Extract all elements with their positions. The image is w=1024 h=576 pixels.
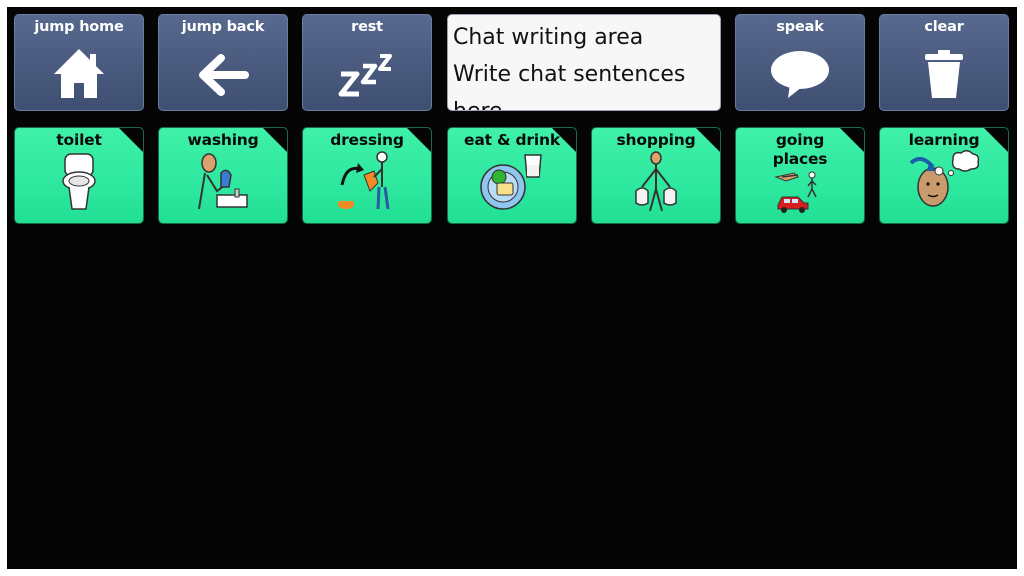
speak-label: speak (776, 19, 824, 35)
folder-corner (839, 128, 864, 153)
category-learning[interactable]: learning (879, 127, 1009, 224)
chat-line-3: here (453, 93, 715, 110)
food-drink-icon (448, 149, 576, 217)
category-label: eat & drink (464, 131, 560, 149)
speak-button[interactable]: speak (735, 14, 865, 111)
jump-home-button[interactable]: jump home (14, 14, 144, 111)
folder-corner (983, 128, 1008, 153)
folder-corner (551, 128, 576, 153)
toilet-icon (15, 151, 143, 217)
rest-label: rest (351, 19, 383, 35)
folder-corner (695, 128, 720, 153)
category-shopping[interactable]: shopping (591, 127, 721, 224)
category-label: washing (187, 131, 259, 149)
category-going-places[interactable]: going places (735, 127, 865, 224)
category-label: learning (908, 131, 980, 149)
folder-corner (262, 128, 287, 153)
category-label: dressing (330, 131, 404, 149)
washing-hands-icon (159, 151, 287, 217)
rest-button[interactable]: rest (302, 14, 432, 111)
aac-board: jump home jump back rest Chat wr (7, 7, 1017, 569)
zzz-icon (303, 48, 431, 104)
home-icon (15, 46, 143, 104)
folder-corner (118, 128, 143, 153)
category-toilet[interactable]: toilet (14, 127, 144, 224)
shopping-bags-icon (592, 151, 720, 217)
arrow-left-icon (159, 50, 287, 104)
category-washing[interactable]: washing (158, 127, 288, 224)
chat-line-1: Chat writing area (453, 25, 644, 50)
category-label: going places (772, 131, 828, 168)
thinking-head-icon (880, 149, 1008, 217)
category-label: shopping (616, 131, 696, 149)
jump-back-button[interactable]: jump back (158, 14, 288, 111)
chat-writing-area[interactable]: Chat writing area Write chat sentences h… (447, 14, 721, 111)
category-label: toilet (56, 131, 102, 149)
category-dressing[interactable]: dressing (302, 127, 432, 224)
category-eat-drink[interactable]: eat & drink (447, 127, 577, 224)
car-walking-icon (736, 169, 864, 217)
dressing-icon (303, 151, 431, 217)
jump-back-label: jump back (181, 19, 265, 35)
speech-bubble-icon (736, 48, 864, 104)
trash-icon (880, 46, 1008, 104)
chat-line-2: Write chat sentences (453, 62, 686, 87)
clear-button[interactable]: clear (879, 14, 1009, 111)
clear-label: clear (924, 19, 964, 35)
folder-corner (406, 128, 431, 153)
jump-home-label: jump home (34, 19, 124, 35)
